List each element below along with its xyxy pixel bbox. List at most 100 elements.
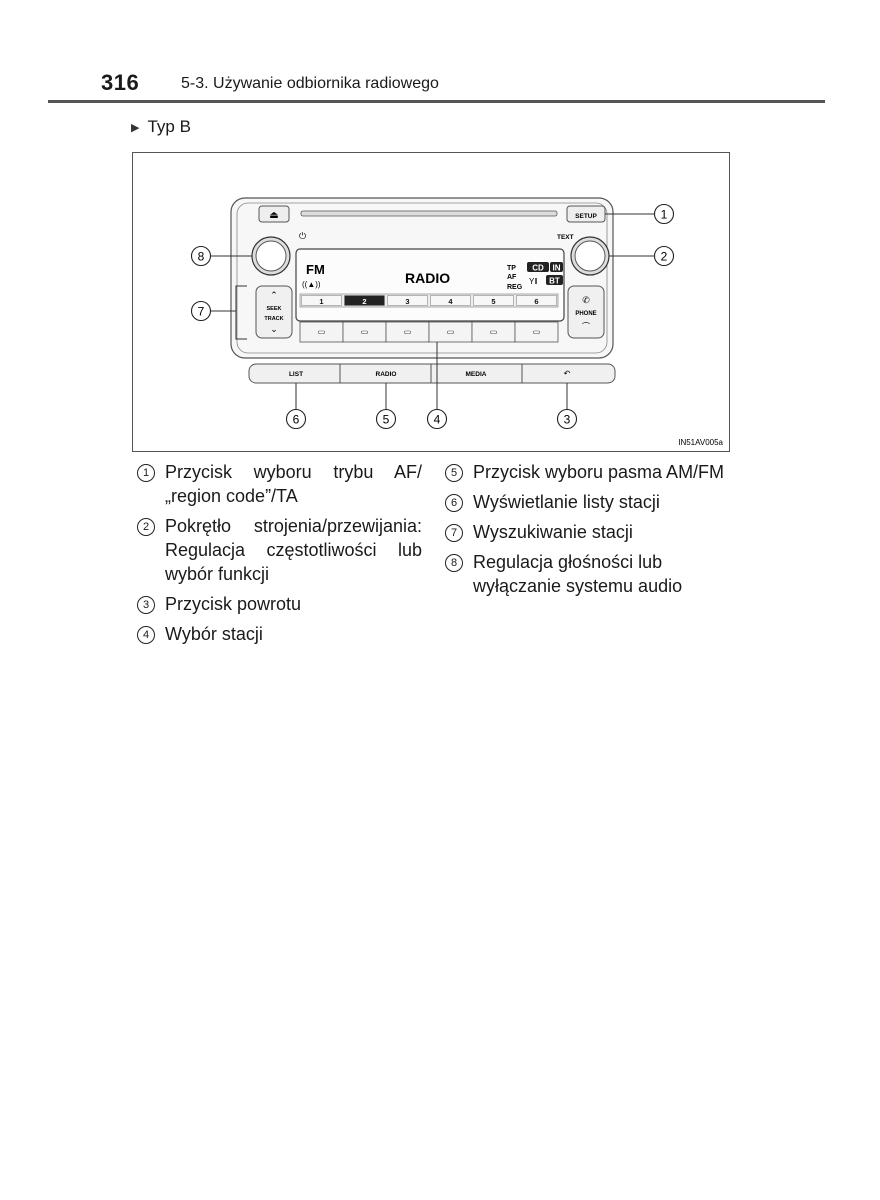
signal-icon: ((▲)): [302, 280, 321, 289]
phone-label: PHONE: [575, 311, 596, 317]
preset-number: 2: [362, 297, 366, 306]
type-label: ▶ Typ B: [131, 117, 191, 137]
legend-item: 1 Przycisk wyboru trybu AF/„region code”/…: [137, 460, 422, 508]
preset-strip: 1 2 3 4 5 6: [301, 295, 557, 306]
display-tp: TP: [507, 265, 516, 272]
section-title: 5-3. Używanie odbiornika radiowego: [181, 75, 439, 92]
legend-number: 5: [445, 464, 463, 482]
media-button[interactable]: MEDIA: [466, 371, 487, 378]
legend-text: Przycisk powrotu: [165, 594, 302, 614]
radio-figure: ⏏ SETUP ⏻ TEXT FM ((▲)) RADIO TP AF REG …: [132, 152, 730, 452]
phone-hangup-icon: ⌒: [582, 322, 590, 331]
cd-slot: [300, 210, 558, 217]
preset-number: 3: [405, 297, 409, 306]
callout-circle: [190, 300, 212, 322]
legend-text: Pokrętło strojenia/przewijania: Regulacj…: [165, 516, 422, 584]
seek-track-button[interactable]: [255, 285, 293, 339]
phone-call-icon: ✆: [582, 295, 590, 305]
display-af: AF: [507, 274, 517, 281]
header-rule: [48, 100, 825, 103]
preset-number: 1: [319, 297, 323, 306]
chevron-up-icon: ⌃: [270, 290, 278, 300]
display-mode: RADIO: [405, 270, 450, 286]
page-number: 316: [101, 70, 140, 95]
callout-lines: [211, 213, 655, 410]
callout-circle: [426, 408, 448, 430]
eject-button[interactable]: [258, 205, 290, 223]
cd-badge-text: CD: [532, 264, 544, 273]
bt-badge: [546, 275, 563, 285]
chevron-down-icon: ⌄: [270, 324, 278, 334]
radio-button[interactable]: RADIO: [376, 371, 397, 378]
legend-text: Wybór stacji: [165, 624, 263, 644]
display-band: FM: [306, 262, 325, 277]
callout-circle: [556, 408, 578, 430]
legend-number: 7: [445, 524, 463, 542]
power-icon: ⏻: [299, 231, 306, 241]
radio-illustration: ⏏ SETUP ⏻ TEXT FM ((▲)) RADIO TP AF REG …: [190, 197, 724, 447]
callout-number: 4: [434, 413, 441, 427]
callout-circle: [653, 245, 675, 267]
phone-button[interactable]: [567, 285, 605, 339]
bottom-button-bar: [248, 363, 616, 384]
legend-number: 1: [137, 464, 155, 482]
preset-number: 5: [491, 297, 495, 306]
legend-number: 2: [137, 518, 155, 536]
back-icon[interactable]: ↶: [564, 369, 571, 378]
callouts: 1 2 3 4 5 6 7 8: [190, 203, 675, 430]
list-button[interactable]: LIST: [289, 371, 303, 378]
preset-cell: [387, 295, 428, 306]
setup-label: SETUP: [575, 213, 597, 220]
callout-number: 1: [661, 208, 668, 222]
callout-number: 3: [564, 413, 571, 427]
type-label-text: Typ B: [147, 117, 191, 136]
preset-cell: [344, 295, 385, 306]
antenna-icon: Y‖: [529, 277, 538, 286]
legend-number: 8: [445, 554, 463, 572]
callout-number: 8: [198, 250, 205, 264]
callout-circle: [375, 408, 397, 430]
callout-circle: [285, 408, 307, 430]
callout-circle: [190, 245, 212, 267]
legend-number: 3: [137, 596, 155, 614]
bt-badge-text: BT: [549, 277, 560, 286]
in-badge: [550, 262, 563, 272]
preset-number: 6: [534, 297, 538, 306]
callout-number: 2: [661, 250, 668, 264]
legend-number: 4: [137, 626, 155, 644]
cd-badge: [527, 262, 549, 272]
text-label: TEXT: [557, 234, 574, 241]
preset-cell: [301, 295, 342, 306]
preset-button-dash-icon: [447, 330, 454, 334]
legend-text: Wyświetlanie listy stacji: [473, 492, 660, 512]
track-label: TRACK: [264, 316, 283, 322]
seek-label: SEEK: [267, 306, 282, 312]
callout-number: 6: [293, 413, 300, 427]
callout-circle: [653, 203, 675, 225]
triangle-right-icon: ▶: [131, 121, 140, 134]
legend-number: 6: [445, 494, 463, 512]
legend-text: Przycisk wyboru trybu AF/„region code”/T…: [165, 462, 422, 506]
legend-item: 6 Wyświetlanie listy stacji: [445, 490, 735, 514]
preset-button-dash-icon: [490, 330, 497, 334]
legend-item: 5 Przycisk wyboru pasma AM/FM: [445, 460, 735, 484]
callout-number: 7: [198, 305, 205, 319]
legend-left: 1 Przycisk wyboru trybu AF/„region code”/…: [137, 460, 422, 652]
preset-cell: [516, 295, 557, 306]
eject-icon: ⏏: [269, 210, 278, 221]
legend-item: 2 Pokrętło strojenia/przewijania: Regulac…: [137, 514, 422, 586]
figure-code: IN51AV005a: [678, 438, 723, 447]
legend-right: 5 Przycisk wyboru pasma AM/FM 6 Wyświetlani…: [445, 460, 735, 604]
legend-item: 8 Regulacja głośności lub wyłączanie syst…: [445, 550, 735, 598]
preset-cell: [430, 295, 471, 306]
legend-item: 3 Przycisk powrotu: [137, 592, 422, 616]
preset-cell: [473, 295, 514, 306]
display-reg: REG: [507, 284, 523, 291]
legend-item: 4 Wybór stacji: [137, 622, 422, 646]
preset-number: 4: [448, 297, 453, 306]
legend-text: Regulacja głośności lub wyłączanie syste…: [473, 552, 683, 596]
legend-text: Przycisk wyboru pasma AM/FM: [473, 462, 725, 482]
in-badge-text: IN: [553, 264, 561, 273]
preset-buttons: [299, 321, 559, 343]
